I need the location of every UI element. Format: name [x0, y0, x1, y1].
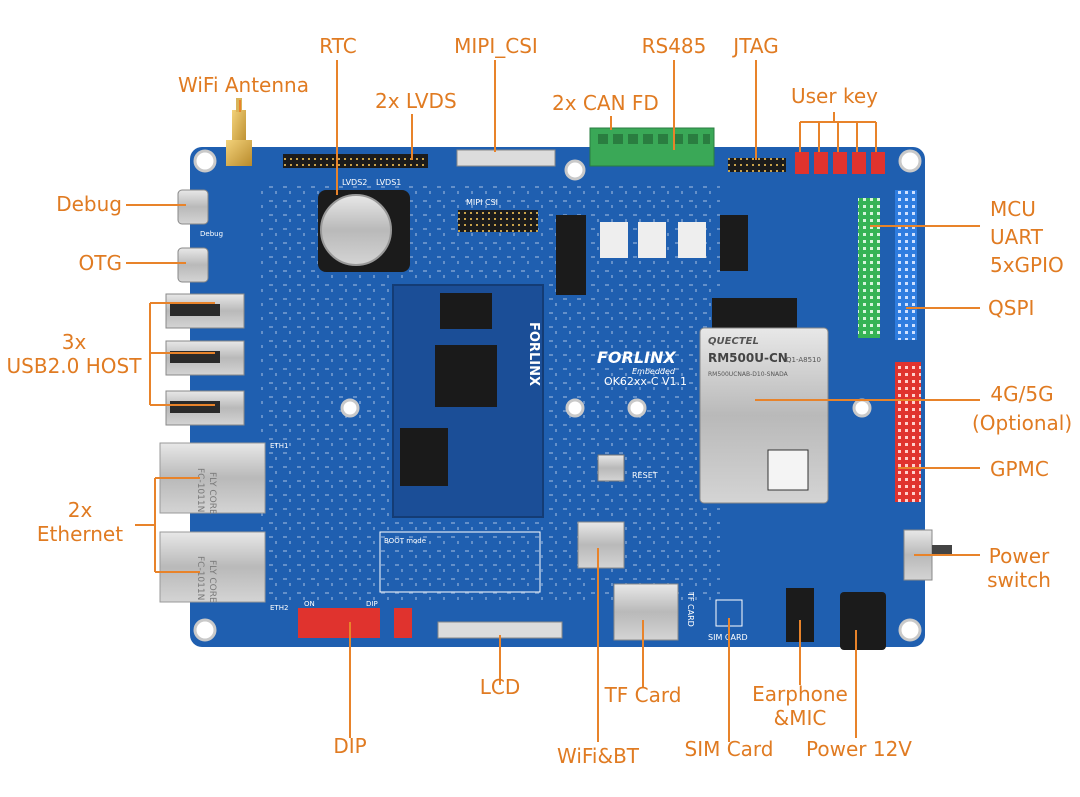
label-earphone-line1: Earphone	[752, 682, 848, 706]
ethernet-jacks	[159, 442, 266, 603]
power-jack	[840, 592, 886, 650]
silk-reset: RESET	[632, 471, 658, 480]
label-modem-line2: (Optional)	[972, 411, 1073, 435]
label-modem-line1: 4G/5G	[990, 382, 1054, 406]
power-switch-knob	[932, 545, 952, 555]
board-brand-sub: Embedded	[632, 367, 676, 376]
label-power-12v: Power 12V	[806, 737, 912, 761]
label-usb-host-line2: USB2.0 HOST	[6, 354, 142, 378]
som-brand: FORLINX	[526, 322, 541, 386]
modem-vendor: QUECTEL	[708, 336, 759, 347]
label-user-key: User key	[791, 84, 878, 108]
leader-lines	[126, 60, 980, 742]
lvds-header	[283, 154, 428, 168]
otg-usb-c-port	[177, 247, 209, 283]
gpmc-header	[895, 362, 921, 502]
label-ethernet: 2x Ethernet	[30, 498, 130, 546]
label-rtc: RTC	[319, 34, 357, 58]
label-mcu-uart-gpio: MCU UART 5xGPIO	[990, 197, 1064, 277]
label-qspi: QSPI	[988, 296, 1035, 320]
boot-table	[379, 531, 541, 593]
label-ethernet-line1: 2x	[67, 498, 93, 522]
board-model: OK62xx-C V1.1	[604, 375, 687, 388]
jtag-header	[728, 158, 786, 172]
label-mipi-csi: MIPI_CSI	[454, 34, 538, 58]
som-emmc	[400, 428, 448, 486]
terminal-screws	[598, 134, 710, 144]
silk-mipi-csi: MIPI CSI	[466, 198, 498, 207]
silk-eth1: ETH1	[270, 442, 288, 450]
dip-switch-small	[394, 608, 412, 638]
som-soc	[435, 345, 497, 407]
m2-slot	[712, 298, 797, 328]
tf-card-slot	[613, 583, 679, 641]
label-jtag: JTAG	[733, 34, 779, 58]
label-gpmc: GPMC	[990, 457, 1049, 481]
silk-eth2: ETH2	[270, 604, 288, 612]
mipi-csi-header	[458, 210, 538, 232]
label-earphone-line2: &MIC	[773, 706, 827, 730]
label-lvds: 2x LVDS	[375, 89, 457, 113]
label-tf-card: TF Card	[604, 683, 682, 707]
usb-host-ports	[165, 293, 245, 426]
silk-boot: BOOT mode	[384, 537, 426, 545]
qspi-header	[895, 190, 917, 340]
label-uart: UART	[990, 225, 1043, 249]
label-gpio: 5xGPIO	[990, 253, 1064, 277]
wifi-bt-module	[577, 521, 625, 569]
label-ethernet-line2: Ethernet	[36, 522, 124, 546]
eth-jack-brand-1: FLY CORE	[207, 472, 217, 515]
board-brand: FORLINX	[597, 348, 676, 367]
modem-part: Q1-A8510	[786, 356, 821, 364]
can-rs485-terminal-block	[589, 127, 715, 167]
label-usb-host-line1: 3x	[61, 330, 87, 354]
eth-jack-part-1: FC-1011N	[195, 468, 205, 512]
modem-model: RM500U-CN	[708, 351, 788, 365]
silk-on: ON	[304, 600, 315, 608]
label-sim-card: SIM Card	[684, 737, 774, 761]
label-lcd: LCD	[479, 675, 521, 699]
label-can-fd: 2x CAN FD	[552, 91, 659, 115]
modem-qr-code	[767, 449, 809, 491]
label-power-switch-line2: switch	[987, 568, 1051, 592]
label-rs485: RS485	[641, 34, 707, 58]
rtc-coin-cell	[320, 194, 392, 266]
label-usb-host: 3x USB2.0 HOST	[4, 330, 144, 378]
silk-debug: Debug	[200, 230, 223, 238]
reset-button	[597, 454, 625, 482]
label-wifi-antenna: WiFi Antenna	[178, 73, 309, 97]
modem-code: RM500UCNAB-D10-SNADA	[708, 371, 789, 378]
label-power-switch-line1: Power	[988, 544, 1050, 568]
label-modem: 4G/5G (Optional)	[972, 382, 1072, 435]
label-mcu: MCU	[990, 197, 1036, 221]
silk-sim: SIM CARD	[708, 633, 748, 642]
som-ddr	[440, 293, 492, 329]
label-dip: DIP	[333, 734, 367, 758]
label-debug: Debug	[56, 192, 122, 216]
label-wifi-bt: WiFi&BT	[556, 744, 640, 768]
label-earphone-mic: Earphone &MIC	[740, 682, 860, 730]
user-keys	[795, 152, 885, 174]
eth-jack-brand-2: FLY CORE	[207, 560, 217, 603]
dip-switch	[298, 608, 380, 638]
silk-lvds2: LVDS2	[342, 178, 367, 187]
debug-usb-c-port	[177, 189, 209, 225]
silk-lvds1: LVDS1	[376, 178, 401, 187]
silk-tf: TF CARD	[686, 591, 695, 627]
mipi-csi-connector	[456, 149, 556, 167]
label-power-switch: Power switch	[982, 544, 1056, 592]
silk-dip: DIP	[366, 600, 378, 608]
eth-jack-part-2: FC-1011N	[195, 556, 205, 600]
label-otg: OTG	[78, 251, 122, 275]
can-transceivers	[556, 215, 748, 295]
mounting-holes	[193, 149, 922, 642]
mcu-gpio-header	[858, 198, 880, 338]
